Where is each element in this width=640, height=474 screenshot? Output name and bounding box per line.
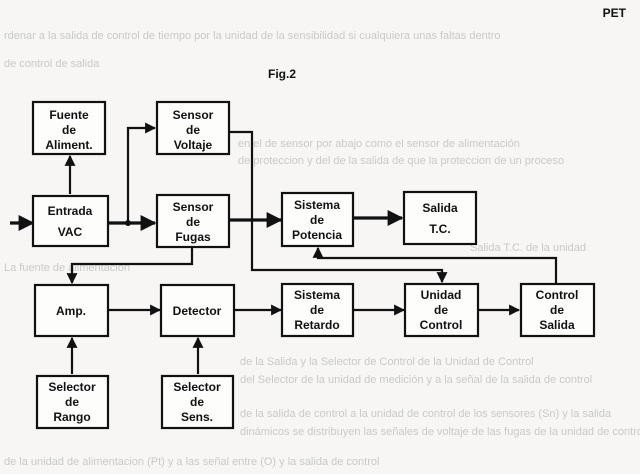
block-label: Unidad: [421, 288, 462, 302]
block-label: de: [310, 213, 324, 227]
block-label: de: [186, 215, 200, 229]
block-label: de: [62, 123, 76, 137]
block-label: Control: [420, 318, 463, 332]
block-label: Sensor: [173, 200, 214, 214]
block-label: T.C.: [429, 222, 450, 236]
connector-voltaje-unidad: [229, 130, 448, 284]
background-text-line: de la unidad de alimentacion (Pt) y a la…: [4, 456, 380, 468]
block-selector-sens: Selector de Sens.: [160, 374, 235, 430]
block-entrada-vac: Entrada VAC: [31, 194, 110, 248]
background-text-line: Salida T.C. de la unidad: [470, 242, 586, 254]
background-text-line: del Selector de la unidad de medición y …: [240, 374, 593, 386]
block-label: Fugas: [175, 230, 211, 244]
block-label: Voltaje: [174, 138, 213, 152]
block-salida-tc: Salida T.C.: [402, 190, 478, 246]
block-sistema-potencia: Sistema de Potencia: [280, 191, 355, 248]
background-text-line: de proteccion y del de la salida de que …: [238, 155, 564, 167]
block-label: Salida: [422, 201, 458, 215]
background-text-line: de la Salida y la Selector de Control de…: [240, 356, 534, 368]
background-text-line: rdenar a la salida de control de tiempo …: [4, 30, 501, 42]
block-sistema-retardo: Sistema de Retardo: [280, 282, 355, 338]
block-unidad-control: Unidad de Control: [403, 282, 480, 338]
block-label: Potencia: [292, 228, 342, 242]
block-label: de: [190, 395, 204, 409]
block-label: Amp.: [56, 304, 86, 318]
block-label: de: [65, 395, 79, 409]
block-label: Rango: [53, 410, 90, 424]
background-text-line: de la salida de control a la unidad de c…: [240, 408, 612, 420]
header-tag: PET: [602, 6, 626, 20]
block-amp: Amp.: [33, 283, 110, 338]
connector-entrada-voltaje: [126, 122, 157, 223]
block-sensor-voltaje: Sensor de Voltaje: [155, 100, 231, 156]
block-label: Salida: [539, 318, 575, 332]
figure-title: Fig.2: [268, 67, 297, 81]
block-label: Fuente: [49, 108, 89, 122]
block-label: Sensor: [173, 108, 214, 122]
block-label: Aliment.: [45, 138, 92, 152]
background-text-line: dinámicos se distribuyen las señales de …: [240, 426, 640, 438]
block-detector: Detector: [159, 283, 236, 338]
block-control-salida: Control de Salida: [519, 282, 596, 338]
background-text-line: en el de sensor por abajo como el sensor…: [238, 138, 520, 150]
block-label: de: [186, 123, 200, 137]
block-label: de: [310, 303, 324, 317]
block-label: Sistema: [294, 198, 340, 212]
connector-fugas-amp: [66, 248, 194, 285]
block-selector-rango: Selector de Rango: [35, 374, 110, 430]
block-label: Sens.: [181, 410, 213, 424]
connectors: [10, 122, 558, 374]
block-label: Selector: [173, 380, 221, 394]
block-label: Detector: [173, 304, 222, 318]
background-text-line: de control de salida: [4, 58, 100, 70]
connector-control-potencia: [312, 246, 558, 284]
block-label: de: [550, 303, 564, 317]
block-label: Control: [536, 288, 579, 302]
block-label: VAC: [58, 225, 83, 239]
block-label: Selector: [48, 380, 96, 394]
block-label: Entrada: [48, 204, 93, 218]
block-sensor-fugas: Sensor de Fugas: [155, 193, 231, 249]
block-label: Retardo: [294, 318, 339, 332]
junction-dot: [125, 220, 131, 226]
block-label: Sistema: [294, 288, 340, 302]
block-label: de: [434, 303, 448, 317]
block-fuente-alimentacion: Fuente de Aliment.: [31, 100, 107, 156]
